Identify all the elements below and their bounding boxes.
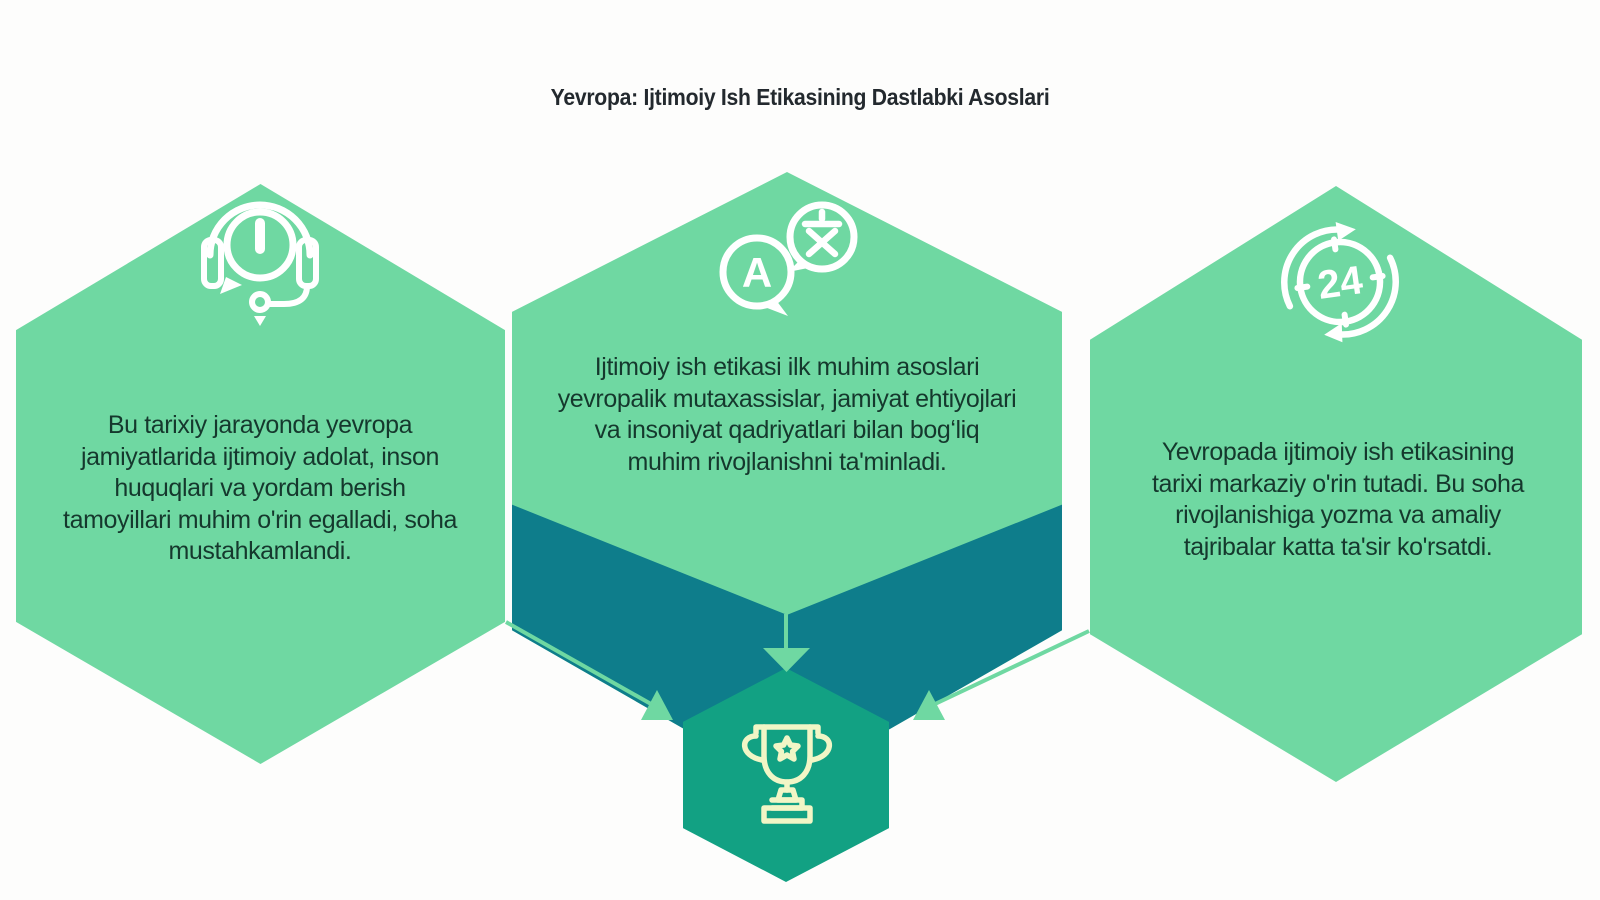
trophy-icon (742, 724, 832, 824)
card-center-text: Ijtimoiy ish etikasi ilk muhim asoslari … (557, 353, 1017, 476)
card-left-text: Bu tarixiy jarayonda yevropa jamiyatlari… (63, 411, 457, 566)
card-right-text: Yevropada ijtimoiy ish etikasining tarix… (1151, 438, 1525, 561)
translation-icon: A (719, 201, 858, 316)
24-hours-icon: 24 (1281, 222, 1399, 343)
page-title: Yevropa: Ijtimoiy Ish Etikasining Dastla… (550, 84, 1050, 110)
24-hours-label: 24 (1315, 258, 1366, 308)
translation-letter-a: A (742, 249, 772, 296)
support-headset-icon (201, 201, 319, 326)
